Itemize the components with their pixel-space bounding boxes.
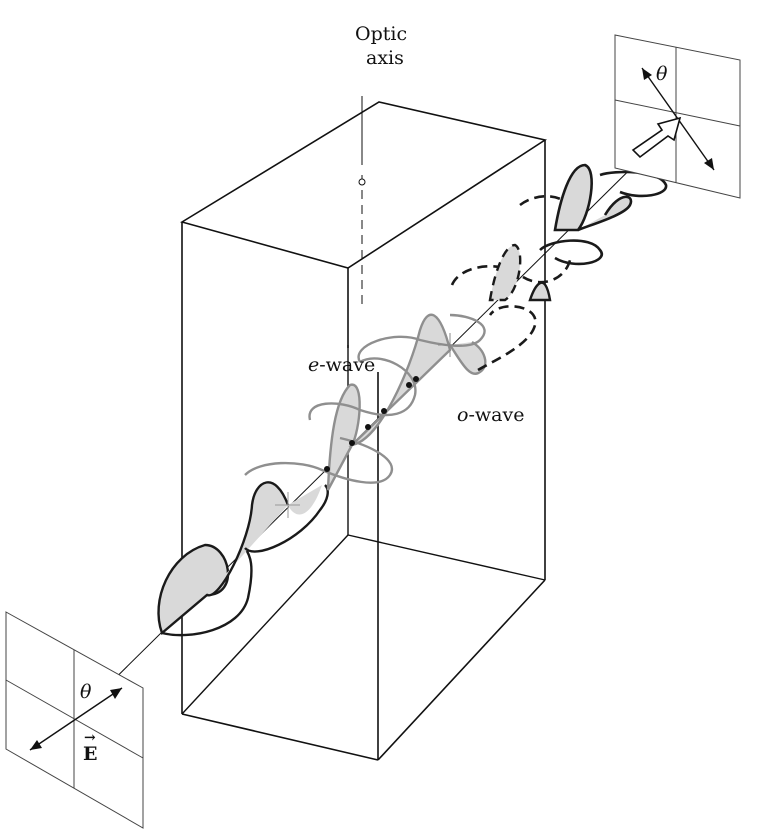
optic-axis-label-line1: Optic xyxy=(355,23,407,45)
e-wave xyxy=(326,313,487,491)
e-field-arrow: → xyxy=(84,730,96,746)
o-wave-label: o-wave xyxy=(457,404,524,426)
input-polarizer-panel xyxy=(5,611,144,829)
o-wave xyxy=(244,313,486,484)
o-wave-label-rest: -wave xyxy=(468,404,524,426)
e-wave-label-rest: -wave xyxy=(319,354,375,376)
input-crosshair xyxy=(275,492,300,518)
crystal-front-edge-top xyxy=(348,268,378,275)
output-wave xyxy=(539,163,668,266)
phase-dots xyxy=(324,376,419,472)
output-wave-dashed xyxy=(450,195,577,372)
e-field-label: E xyxy=(83,743,97,765)
theta-output-label: θ xyxy=(656,63,668,85)
input-wave xyxy=(157,481,329,637)
optic-axis xyxy=(358,96,366,310)
e-wave-label: e-wave xyxy=(308,354,375,376)
mid-crosshair xyxy=(438,333,462,357)
output-polarizer-panel xyxy=(614,34,741,199)
output-wave-shaded-dashed xyxy=(488,243,552,302)
crystal-back-edges xyxy=(181,345,546,715)
theta-input-label: θ xyxy=(80,681,92,703)
optic-axis-label-line2: axis xyxy=(366,47,404,69)
e-wave-label-italic: e xyxy=(308,354,319,376)
o-wave-label-italic: o xyxy=(457,404,468,426)
crystal-box xyxy=(180,101,548,761)
